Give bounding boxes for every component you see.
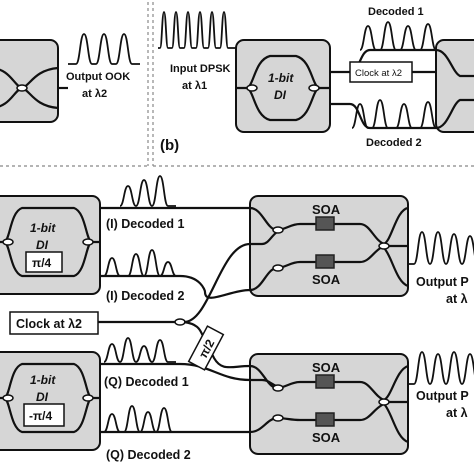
di-bottom-label-line2: DI <box>36 390 49 404</box>
panel-b-tag: (b) <box>160 137 179 154</box>
q-decoded-1-label: (Q) Decoded 1 <box>104 375 189 389</box>
soa-bottom-lower <box>315 412 335 427</box>
soa-bottom-lower-label: SOA <box>312 430 341 445</box>
phase-top-box <box>25 251 63 273</box>
i-decoded-2-pulses <box>103 249 177 277</box>
input-dpsk-pulses <box>158 11 236 49</box>
output-bottom-label-line1: Output P <box>416 389 469 403</box>
di-top-label-line1: 1-bit <box>30 221 56 235</box>
phase-top-label: π/4 <box>32 256 52 270</box>
output-top-label-line1: Output P <box>416 275 469 289</box>
phase-shift-box: π/2 <box>187 325 225 371</box>
decoded-2-label: Decoded 2 <box>366 137 422 149</box>
decoded-1-pulses <box>359 21 437 51</box>
q-decoded-1-pulses <box>103 337 176 363</box>
di-box-top <box>0 195 101 295</box>
output-top-pulses <box>408 231 474 265</box>
panel-b-right-box <box>435 39 474 133</box>
panel-b-di-label-line2: DI <box>274 88 287 102</box>
decoded-1-label: Decoded 1 <box>368 6 424 18</box>
panel-a-fragment: Output OOK at λ2 <box>0 33 140 123</box>
soa-bottom-upper-label: SOA <box>312 360 341 375</box>
output-bottom-pulses <box>408 351 474 385</box>
output-ook-label-line2: at λ2 <box>82 88 107 100</box>
panel-b-di-label-line1: 1-bit <box>268 71 294 85</box>
decoded-2-pulses <box>351 99 437 129</box>
output-bottom-label-line2: at λ <box>446 406 468 420</box>
phase-bottom-label: -π/4 <box>29 409 53 423</box>
q-decoded-2-label: (Q) Decoded 2 <box>106 448 191 462</box>
soa-top-lower-label: SOA <box>312 272 341 287</box>
di-bottom-label-line1: 1-bit <box>30 373 56 387</box>
soa-bottom-upper <box>315 374 335 389</box>
i-decoded-1-label: (I) Decoded 1 <box>106 217 185 231</box>
q-decoded-2-pulses <box>103 405 176 433</box>
panel-c: 1-bit DI π/4 1-bit DI -π/4 (I) Decoded 1… <box>0 175 474 462</box>
output-top-label-line2: at λ <box>446 292 468 306</box>
i-decoded-2-label: (I) Decoded 2 <box>106 289 185 303</box>
panel-dividers <box>0 2 474 167</box>
soa-top-upper-label: SOA <box>312 202 341 217</box>
soa-box-bottom <box>249 353 409 455</box>
panel-b-clock-label: Clock at λ2 <box>355 68 402 79</box>
input-dpsk-label-line1: Input DPSK <box>170 63 231 75</box>
soa-top-lower <box>315 254 335 269</box>
di-top-label-line2: DI <box>36 238 49 252</box>
output-ook-label-line1: Output OOK <box>66 71 130 83</box>
input-dpsk-label-line2: at λ1 <box>182 80 207 92</box>
i-decoded-1-pulses <box>119 175 176 207</box>
phase-bottom-box <box>23 403 65 427</box>
clock-label: Clock at λ2 <box>16 317 82 331</box>
soa-top-upper <box>315 216 335 231</box>
panel-b: Input DPSK at λ1 1-bit DI Decoded 1 Deco… <box>158 6 474 154</box>
